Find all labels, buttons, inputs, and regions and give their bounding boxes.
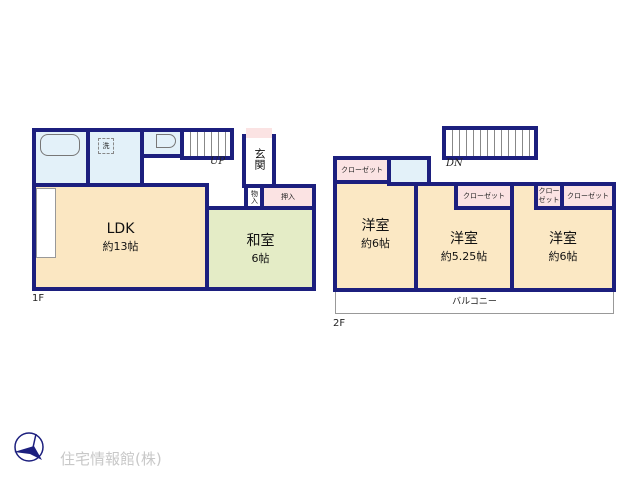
room-washitsu: 和室 6帖 bbox=[205, 206, 316, 291]
floor-label-1f: 1F bbox=[32, 293, 45, 304]
room-size: 6帖 bbox=[251, 251, 270, 265]
room-ldk: LDK 約13帖 bbox=[32, 183, 209, 291]
stairs-up-label: UP bbox=[210, 156, 226, 167]
toilet-icon bbox=[156, 134, 176, 148]
stairs-down-label: DN bbox=[446, 158, 463, 169]
closet: クローゼット bbox=[560, 182, 616, 210]
genkan: 玄関 bbox=[242, 134, 276, 188]
stairs-1f bbox=[180, 128, 234, 160]
closet: クローゼット bbox=[454, 182, 514, 210]
room-name: LDK bbox=[106, 221, 135, 237]
washroom: 洗 bbox=[86, 128, 144, 187]
floor-label-2f: 2F bbox=[333, 318, 346, 329]
closet: クローゼット bbox=[333, 156, 391, 184]
compass-logo-icon bbox=[12, 430, 46, 464]
kitchen-counter bbox=[36, 188, 56, 258]
room-size: 約13帖 bbox=[102, 240, 139, 253]
entrance-tile bbox=[246, 128, 272, 138]
bathtub-icon bbox=[40, 134, 80, 156]
stairs-2f bbox=[442, 126, 538, 160]
washer-label: 洗 bbox=[98, 138, 114, 154]
toilet-2f bbox=[387, 156, 431, 186]
company-name: 住宅情報館(株) bbox=[60, 450, 162, 468]
balcony: バルコニー bbox=[335, 292, 614, 314]
room-name: 和室 bbox=[246, 232, 275, 249]
